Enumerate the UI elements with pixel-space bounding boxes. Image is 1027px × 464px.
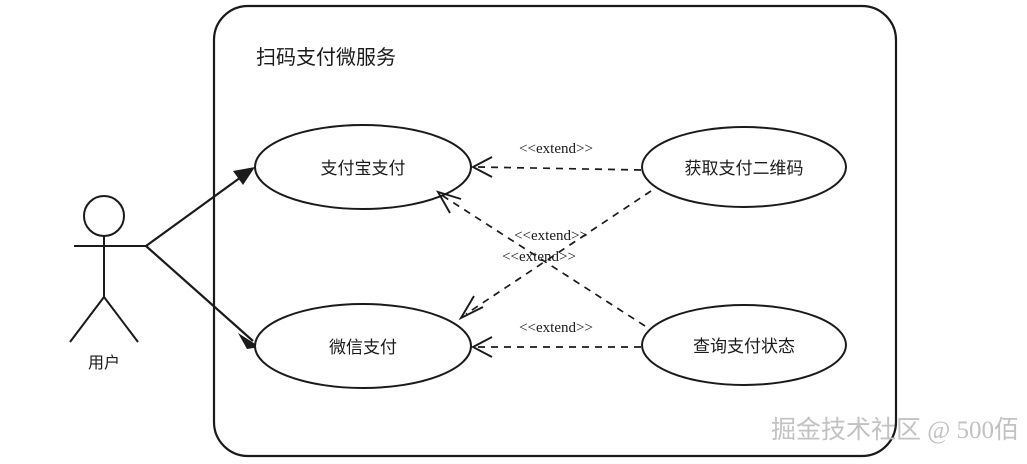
- extend-line: [477, 166, 642, 171]
- extend-stereotype-label: <<extend>>: [519, 320, 593, 336]
- use-case-label: 查询支付状态: [693, 337, 795, 356]
- extend-stereotype-label-center-upper: <<extend>>: [514, 228, 588, 244]
- extend-stereotype-label-center-lower: <<extend>>: [502, 249, 576, 265]
- boundary-title: 扫码支付微服务: [256, 46, 396, 69]
- extend-arrowhead: [470, 336, 493, 358]
- extend-qrcode-to-alipay[interactable]: <<extend>>: [470, 141, 642, 178]
- use-case-label: 获取支付二维码: [685, 159, 804, 178]
- use-case-ellipse: [254, 303, 472, 389]
- association-line: [145, 171, 249, 247]
- use-case-alipay[interactable]: 支付宝支付: [254, 124, 472, 210]
- association-user-to-wechat[interactable]: [145, 245, 260, 349]
- actor-leg-right-icon: [103, 296, 139, 343]
- system-boundary: [212, 4, 898, 458]
- extend-status-to-alipay[interactable]: [435, 190, 646, 327]
- use-case-label: 微信支付: [329, 338, 397, 357]
- actor-head-icon: [83, 195, 125, 237]
- use-case-qrcode[interactable]: 获取支付二维码: [641, 126, 847, 208]
- use-case-ellipse: [641, 126, 847, 208]
- extend-stereotype-label: <<extend>>: [519, 141, 593, 157]
- actor-label: 用户: [88, 354, 120, 372]
- use-case-status[interactable]: 查询支付状态: [641, 304, 847, 386]
- actor-user[interactable]: 用户: [69, 195, 146, 372]
- extend-line: [442, 195, 646, 327]
- association-line: [145, 245, 254, 342]
- extend-arrowhead: [435, 190, 462, 214]
- use-case-ellipse: [641, 304, 847, 386]
- extend-status-to-wechat[interactable]: <<extend>>: [470, 320, 641, 358]
- actor-leg-left-icon: [69, 296, 105, 343]
- extend-arrowhead: [458, 295, 484, 321]
- extend-arrowhead: [470, 156, 493, 178]
- association-arrowhead: [233, 167, 255, 185]
- use-case-label: 支付宝支付: [321, 159, 406, 178]
- watermark: 掘金技术社区 @ 500佰: [771, 416, 1019, 444]
- extend-line: [465, 190, 652, 315]
- extend-qrcode-to-wechat[interactable]: [458, 190, 652, 321]
- association-user-to-alipay[interactable]: [145, 167, 255, 247]
- use-case-wechat[interactable]: 微信支付: [254, 303, 472, 389]
